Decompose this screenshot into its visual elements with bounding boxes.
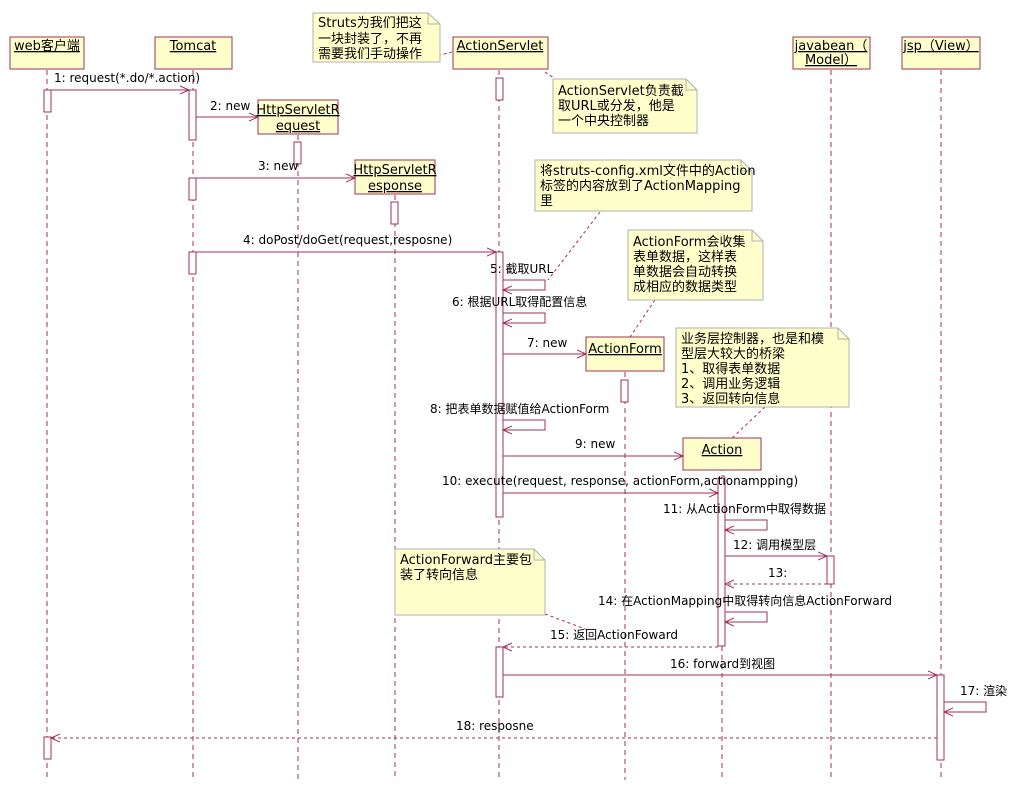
msg-9-label: 9: new <box>575 437 615 451</box>
note-form-line-1: ActionForm会收集 <box>633 234 745 250</box>
participant-form: ActionForm <box>585 336 665 372</box>
msg-6-label: 6: 根据URL取得配置信息 <box>452 294 587 309</box>
note-connectors <box>431 51 766 631</box>
msg-18-label: 18: resposne <box>456 719 534 733</box>
participant-javabean: javabean（ Model） <box>792 36 871 70</box>
activation-request <box>293 141 302 165</box>
participant-tomcat-label: Tomcat <box>169 39 217 54</box>
activation-servlet-3 <box>495 646 504 698</box>
participant-client: web客户端 <box>9 36 85 70</box>
activations <box>43 77 945 761</box>
msg-1-label: 1: request(*.do/*.action) <box>54 71 200 85</box>
note-forward: ActionForward主要包 装了转向信息 <box>394 548 546 616</box>
msg-13-label: 13: <box>768 566 787 580</box>
note-config-line-3: 里 <box>540 194 553 209</box>
activation-client-1 <box>43 89 52 113</box>
messages <box>51 90 987 738</box>
participant-javabean-label-1: javabean（ <box>794 39 868 54</box>
participant-response-label-1: HttpServletR <box>353 163 436 178</box>
note-form-line-4: 成相应的数据类型 <box>633 279 737 295</box>
msg-6-arrow <box>503 312 546 323</box>
note-servlet: ActionServlet负责截 取URL或分发，他是 一个中央控制器 <box>552 78 698 134</box>
participant-response: HttpServletR esponse <box>353 159 437 195</box>
activation-client-2 <box>43 736 52 760</box>
participants: web客户端 Tomcat ActionServlet javabean（ Mo… <box>9 36 981 471</box>
note-action: 业务层控制器，也是和模 型层大较大的桥梁 1、取得表单数据 2、调用业务逻辑 3… <box>675 327 850 408</box>
msg-12-label: 12: 调用模型层 <box>733 538 816 552</box>
msg-15-label: 15: 返回ActionFoward <box>550 628 678 642</box>
note-config-line-2: 标签的内容放到了ActionMapping <box>540 178 741 194</box>
participant-servlet-label: ActionServlet <box>457 39 544 54</box>
note-action-line-1: 业务层控制器，也是和模 <box>681 331 824 347</box>
notes: Struts为我们把这 一块封装了，不再 需要我们手动操作 ActionServ… <box>312 12 850 616</box>
activation-servlet-2 <box>495 251 504 518</box>
note-servlet-line-2: 取URL或分发，他是 <box>558 98 675 114</box>
note-struts-line-1: Struts为我们把这 <box>318 15 422 31</box>
lifelines <box>46 70 942 780</box>
activation-form <box>620 379 629 403</box>
message-labels: 1: request(*.do/*.action) 2: new 3: new … <box>54 71 1007 733</box>
note-struts-line-2: 一块封装了，不再 <box>318 32 422 47</box>
participant-action-label: Action <box>702 443 743 458</box>
note-form: ActionForm会收集 表单数据，这样表 单数据会自动转换 成相应的数据类型 <box>627 229 764 301</box>
note-action-line-4: 2、调用业务逻辑 <box>681 376 780 392</box>
participant-request: HttpServletR equest <box>256 99 340 135</box>
msg-7-label: 7: new <box>527 336 567 350</box>
activation-jsp <box>936 674 945 761</box>
note-forward-line-2: 装了转向信息 <box>400 567 478 583</box>
msg-5-label: 5: 截取URL <box>490 262 554 276</box>
activation-tomcat-2 <box>188 177 197 201</box>
note-config: 将struts-config.xml文件中的Action 标签的内容放到了Act… <box>534 159 756 212</box>
note-action-line-3: 1、取得表单数据 <box>681 361 780 377</box>
msg-5-arrow <box>503 279 546 290</box>
note-config-line-1: 将struts-config.xml文件中的Action <box>540 163 756 179</box>
msg-14-label: 14: 在ActionMapping中取得转向信息ActionForward <box>598 593 892 608</box>
msg-10-label: 10: execute(request, response, actionFor… <box>442 474 798 488</box>
msg-4-label: 4: doPost/doGet(request,resposne) <box>243 233 452 247</box>
participant-action: Action <box>682 437 762 471</box>
note-servlet-line-3: 一个中央控制器 <box>558 114 649 129</box>
participant-request-label-2: equest <box>276 119 320 134</box>
msg-16-label: 16: forward到视图 <box>670 656 775 671</box>
activation-tomcat-3 <box>188 251 197 275</box>
msg-8-arrow <box>503 419 546 430</box>
msg-8-label: 8: 把表单数据赋值给ActionForm <box>430 401 609 416</box>
participant-servlet: ActionServlet <box>452 36 549 70</box>
participant-request-label-1: HttpServletR <box>256 103 339 118</box>
note-struts: Struts为我们把这 一块封装了，不再 需要我们手动操作 <box>312 12 441 63</box>
activation-action <box>717 477 726 647</box>
participant-tomcat: Tomcat <box>154 36 233 70</box>
msg-11-label: 11: 从ActionForm中取得数据 <box>663 501 826 516</box>
note-action-line-2: 型层大较大的桥梁 <box>681 346 785 362</box>
note-form-line-2: 表单数据，这样表 <box>633 249 737 265</box>
participant-jsp-label: jsp（View） <box>902 39 979 54</box>
msg-17-label: 17: 渲染 <box>960 683 1007 698</box>
activation-servlet-1 <box>495 77 504 101</box>
participant-javabean-label-2: Model） <box>805 53 857 68</box>
activation-response <box>390 201 399 225</box>
msg-14-arrow <box>725 611 768 622</box>
activation-tomcat-1 <box>188 89 197 141</box>
note-form-line-3: 单数据会自动转换 <box>633 265 737 280</box>
participant-response-label-2: esponse <box>368 179 422 194</box>
activation-javabean <box>826 555 835 585</box>
note-forward-line-1: ActionForward主要包 <box>400 553 532 568</box>
msg-11-arrow <box>725 519 768 530</box>
note-servlet-line-1: ActionServlet负责截 <box>558 84 684 99</box>
note-action-line-5: 3、返回转向信息 <box>681 391 780 407</box>
participant-jsp: jsp（View） <box>901 36 981 70</box>
participant-client-label: web客户端 <box>14 38 80 54</box>
msg-3-label: 3: new <box>258 159 298 173</box>
msg-2-label: 2: new <box>210 99 250 113</box>
msg-17-arrow <box>944 701 987 712</box>
note-struts-line-3: 需要我们手动操作 <box>318 46 422 62</box>
participant-form-label: ActionForm <box>588 342 661 357</box>
